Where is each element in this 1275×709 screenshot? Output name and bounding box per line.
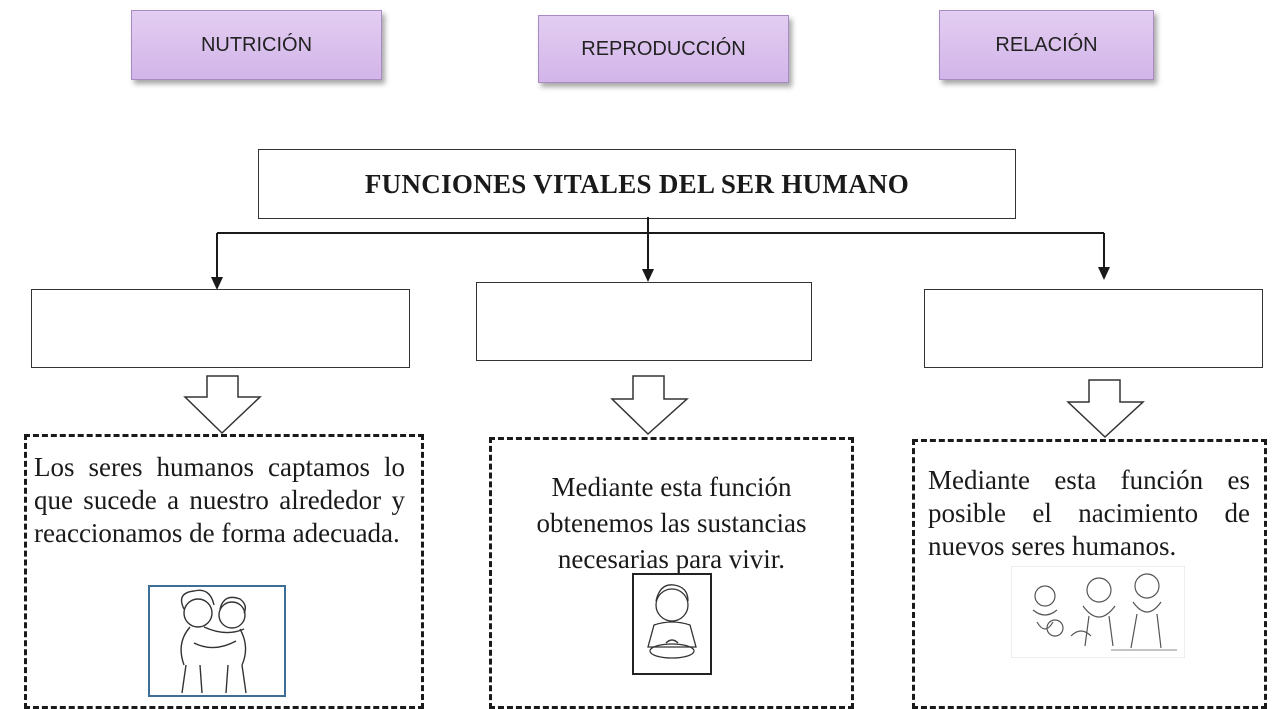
- arrow-down-icon: [1098, 267, 1110, 280]
- answer-slot-1[interactable]: [31, 289, 410, 368]
- arrow-down-icon: [642, 269, 654, 282]
- label-reproduccion-text: REPRODUCCIÓN: [581, 37, 746, 60]
- label-nutricion[interactable]: NUTRICIÓN: [131, 10, 382, 80]
- description-text-3: Mediante esta función es posible el naci…: [928, 465, 1250, 561]
- description-text-1: Los seres humanos captamos lo que sucede…: [34, 452, 405, 548]
- children-hugging-drawing: [148, 585, 286, 697]
- answer-slot-2[interactable]: [476, 282, 812, 361]
- hollow-arrow-icon: [610, 375, 689, 436]
- diagram-title: FUNCIONES VITALES DEL SER HUMANO: [258, 149, 1016, 219]
- label-reproduccion[interactable]: REPRODUCCIÓN: [538, 15, 789, 83]
- label-nutricion-text: NUTRICIÓN: [200, 33, 313, 56]
- label-relacion[interactable]: RELACIÓN: [939, 10, 1154, 80]
- arrow-down-icon: [211, 277, 223, 290]
- answer-slot-3[interactable]: [924, 289, 1263, 368]
- family-drawing: [1011, 566, 1185, 658]
- description-text-2: Mediante esta función obtenemos las sust…: [536, 472, 807, 574]
- child-eating-drawing: [632, 573, 712, 675]
- hollow-arrow-icon: [183, 375, 262, 435]
- label-relacion-text: RELACIÓN: [995, 33, 1098, 56]
- diagram-title-text: FUNCIONES VITALES DEL SER HUMANO: [364, 168, 910, 199]
- hollow-arrow-icon: [1066, 379, 1145, 439]
